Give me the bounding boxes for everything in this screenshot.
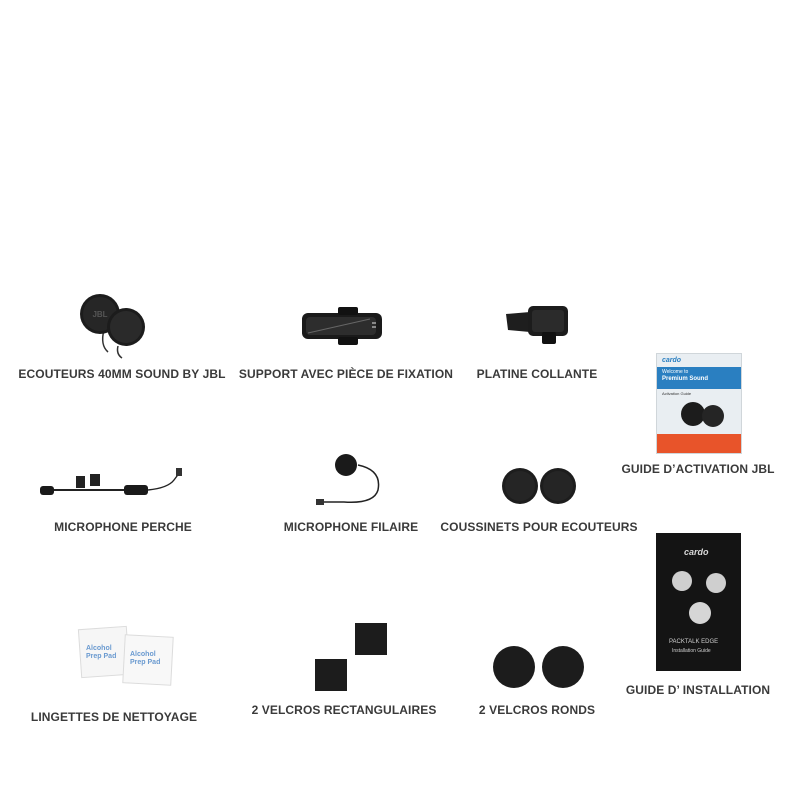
jbl-guide-line3: Activation Guide [662, 391, 692, 396]
support-label: SUPPORT AVEC PIÈCE DE FIXATION [238, 367, 454, 381]
platine-image [506, 306, 568, 344]
jbl-logo: JBL [92, 310, 107, 319]
wipe-text-2-a: Alcohol [130, 651, 156, 658]
wired-mic-image [316, 454, 380, 505]
jbl-guide-label: GUIDE D’ACTIVATION JBL [621, 462, 775, 476]
wipe-text-2-b: Prep Pad [130, 659, 160, 666]
cushions-image [502, 468, 576, 504]
jbl-guide-brand: cardo [662, 357, 682, 364]
wired-mic-label: MICROPHONE FILAIRE [283, 520, 419, 534]
rect-velcro-image [315, 623, 387, 691]
jbl-guide-footer-band [657, 434, 741, 453]
install-guide-product: PACKTALK EDGE [669, 639, 719, 645]
earphones-image: JBL [80, 294, 145, 359]
boom-mic-image [40, 468, 182, 495]
jbl-guide-earphones-image [681, 402, 724, 427]
install-guide-label: GUIDE D’ INSTALLATION [625, 683, 771, 697]
install-guide-subtitle: Installation Guide [672, 648, 711, 654]
platine-label: PLATINE COLLANTE [476, 367, 598, 381]
rect-velcro-label: 2 VELCROS RECTANGULAIRES [251, 703, 437, 717]
support-image [302, 307, 382, 345]
earphones-label: ECOUTEURS 40MM SOUND BY JBL [18, 367, 226, 381]
install-guide-brand: cardo [684, 547, 709, 557]
helmets-image [672, 571, 726, 624]
wipes-label: LINGETTES DE NETTOYAGE [30, 710, 198, 724]
install-guide-booklet: cardo PACKTALK EDGE Installation Guide [656, 533, 741, 671]
wipes-image: Alcohol Prep Pad Alcohol Prep Pad [77, 625, 174, 686]
cushions-label: COUSSINETS POUR ECOUTEURS [440, 520, 638, 534]
boom-mic-label: MICROPHONE PERCHE [54, 520, 192, 534]
wipe-text-1-b: Prep Pad [86, 653, 116, 660]
jbl-guide-header-band: Welcome to Premium Sound [657, 367, 741, 389]
round-velcro-image [493, 646, 584, 688]
jbl-guide-booklet: cardo Welcome to Premium Sound Activatio… [656, 353, 742, 454]
wipe-text-1-a: Alcohol [86, 645, 112, 652]
jbl-guide-line2: Premium Sound [662, 376, 709, 382]
jbl-guide-line1: Welcome to [662, 369, 689, 375]
round-velcro-label: 2 VELCROS RONDS [478, 703, 596, 717]
